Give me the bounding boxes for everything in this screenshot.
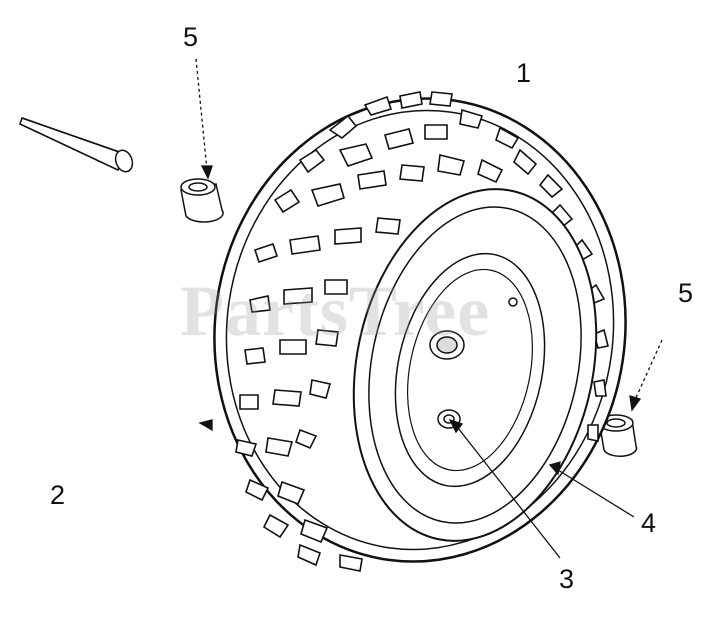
callout-5-top: 5	[183, 22, 199, 52]
callout-5-right: 5	[678, 278, 694, 308]
bushing-top	[180, 178, 224, 223]
bushing-right	[598, 414, 638, 457]
tire-tread	[235, 91, 609, 572]
callout-2: 2	[50, 480, 66, 510]
leader-lines	[195, 58, 663, 559]
callout-1: 1	[516, 58, 532, 88]
wheel-rim	[352, 188, 598, 542]
axle-shaft	[19, 117, 134, 173]
wheel-hub	[429, 297, 518, 360]
callout-3: 3	[559, 564, 575, 594]
partstree-watermark: PartsTree	[180, 271, 491, 351]
callout-4: 4	[641, 508, 657, 538]
